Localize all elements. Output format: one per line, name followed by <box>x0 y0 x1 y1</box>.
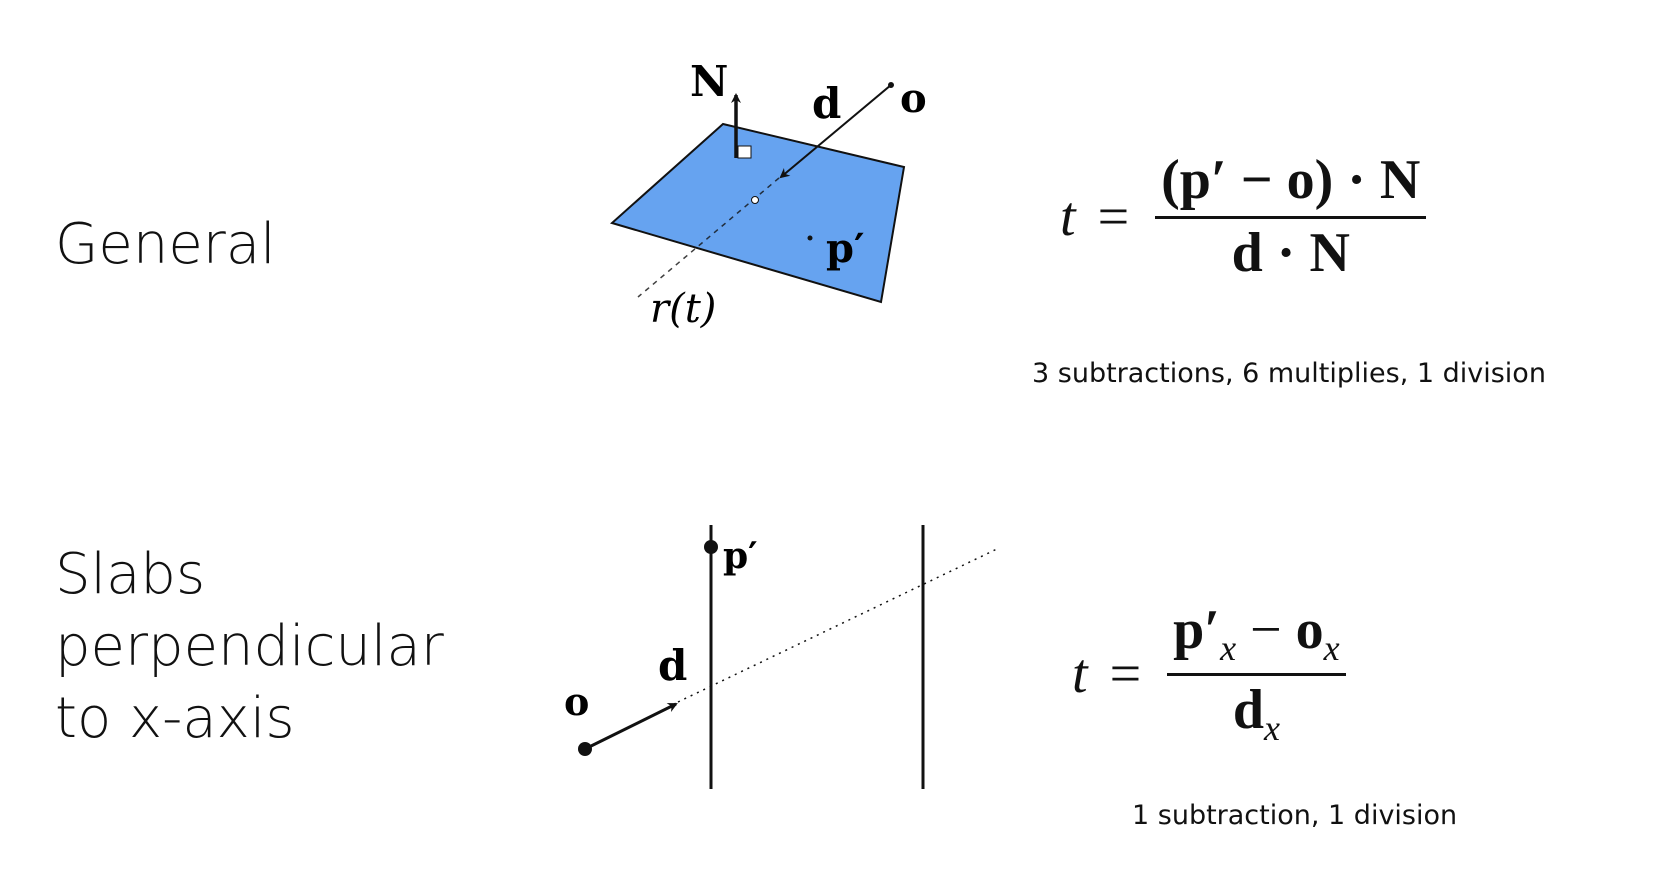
den-d: d <box>1232 679 1264 741</box>
label-line: perpendicular <box>55 614 444 679</box>
num-p: p′ <box>1173 599 1221 661</box>
origin-point <box>888 82 894 88</box>
label-d: d <box>658 641 687 690</box>
label-r: r(t) <box>650 286 716 332</box>
num-o: o <box>1295 599 1324 661</box>
label-d: d <box>812 79 841 128</box>
origin-point <box>578 742 592 756</box>
denominator: dx <box>1233 676 1280 749</box>
right-angle-marker <box>737 145 752 159</box>
label-o: o <box>564 679 589 724</box>
label-line: Slabs <box>55 542 206 607</box>
cost-general: 3 subtractions, 6 multiplies, 1 division <box>1032 358 1546 389</box>
formula-general: t = (p′ − o) · N d · N <box>1060 148 1427 285</box>
cost-slabs: 1 subtraction, 1 division <box>1132 800 1458 831</box>
general-diagram: N d o p′ r(t) <box>609 57 927 332</box>
plane <box>609 122 906 304</box>
label-line: to x-axis <box>55 686 295 751</box>
label-p: p′ <box>723 535 758 577</box>
formula-equals: = <box>1109 642 1142 705</box>
row-label-slabs: Slabs perpendicular to x-axis <box>55 539 444 755</box>
p-point <box>704 540 718 554</box>
direction-arrow <box>779 84 892 179</box>
formula-equals: = <box>1097 185 1130 248</box>
formula-slabs: t = p′x − ox dx <box>1072 598 1346 749</box>
intersection-point <box>751 196 759 204</box>
label-p: p′ <box>826 225 865 272</box>
direction-arrow <box>584 702 678 751</box>
formula-lhs: t <box>1060 185 1076 248</box>
formula-lhs: t <box>1072 642 1088 705</box>
fraction: (p′ − o) · N d · N <box>1155 148 1427 285</box>
fraction: p′x − ox dx <box>1167 598 1346 749</box>
label-N: N <box>690 57 728 106</box>
num-minus: − <box>1236 599 1296 661</box>
denominator: d · N <box>1231 222 1350 284</box>
p-point <box>807 235 813 241</box>
den-d-sub: x <box>1263 708 1280 748</box>
numerator: p′x − ox <box>1167 598 1346 676</box>
num-o-sub: x <box>1323 628 1340 668</box>
numerator: (p′ − o) · N <box>1155 148 1427 219</box>
num-p-sub: x <box>1220 628 1237 668</box>
label-o: o <box>900 75 927 122</box>
slabs-diagram: p′ d o <box>564 525 1000 789</box>
row-label-general: General <box>55 212 276 277</box>
